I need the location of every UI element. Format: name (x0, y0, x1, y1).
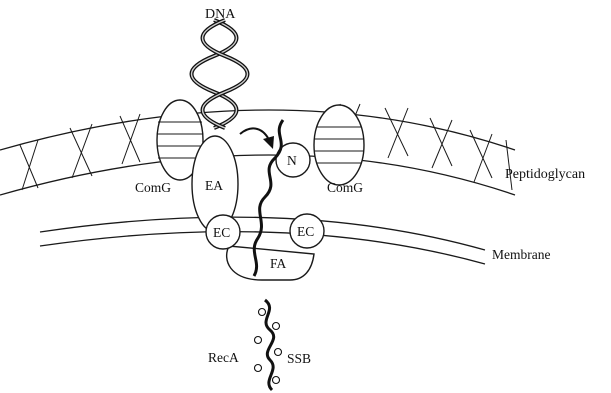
uptake-arrow (240, 128, 274, 149)
ea-label: EA (205, 178, 223, 193)
dna-label: DNA (205, 7, 236, 22)
peptidoglycan-label: Peptidoglycan (505, 167, 585, 182)
comg-right-protein (314, 105, 364, 185)
ec-right-label: EC (297, 224, 314, 239)
ssdna-reca-ssb (255, 300, 282, 390)
reca-label: RecA (208, 350, 239, 365)
ec-left-label: EC (213, 225, 230, 240)
membrane-label: Membrane (492, 247, 550, 262)
peptidoglycan-layer (0, 104, 515, 195)
fa-label: FA (270, 256, 287, 271)
peptidoglycan-crosshatch (20, 104, 512, 190)
n-label: N (287, 153, 297, 168)
peptidoglycan-inner-arc (0, 155, 515, 195)
ssb-label: SSB (287, 351, 311, 366)
comg-right-label: ComG (327, 180, 363, 195)
comg-left-label: ComG (135, 180, 171, 195)
